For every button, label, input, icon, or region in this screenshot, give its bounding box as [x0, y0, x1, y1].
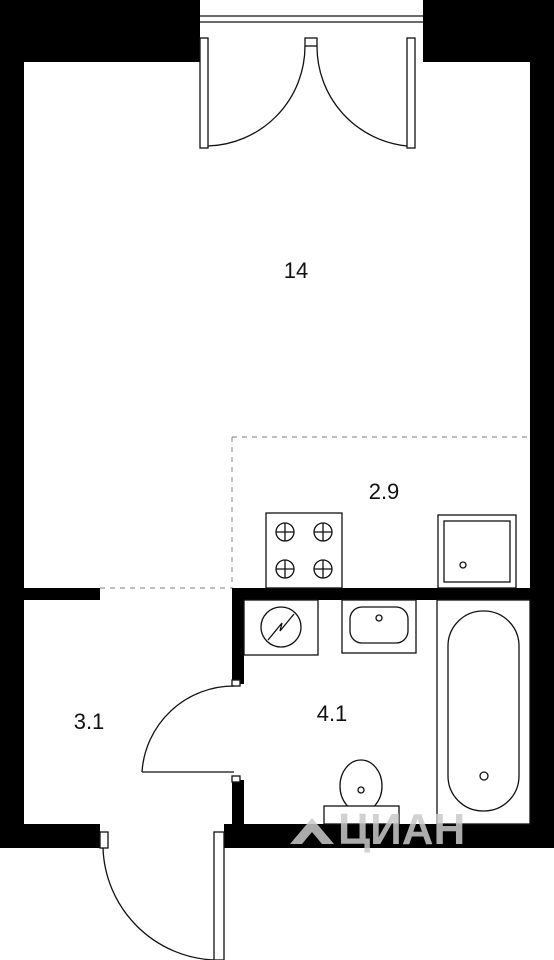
wall-right [530, 0, 554, 848]
kitchen-sink-icon [437, 514, 517, 589]
bathroom-door [141, 679, 241, 783]
bathtub-icon [436, 599, 531, 825]
entrance-door [99, 824, 225, 960]
wall-bath-left-lower [232, 780, 244, 830]
toilet-icon [323, 759, 400, 825]
wall-bath-left-upper [232, 588, 244, 684]
room-area-living: 14 [284, 258, 308, 283]
wall-bath-top [232, 588, 530, 600]
window-top [200, 15, 423, 23]
wall-left [0, 0, 24, 848]
wall-bottom-right [224, 824, 554, 848]
room-area-bathroom: 4.1 [317, 701, 348, 726]
boiler-icon [243, 599, 319, 656]
zone-dashes [100, 436, 530, 589]
watermark: ЦИАН [290, 805, 465, 854]
room-area-kitchen: 2.9 [369, 479, 400, 504]
wall-top-left [0, 0, 200, 62]
wall-hall-stub [24, 588, 100, 600]
washbasin-icon [341, 599, 417, 654]
walls [0, 0, 554, 848]
stove-icon [265, 512, 343, 589]
wall-bottom-left [0, 824, 100, 848]
cian-logo-icon [290, 818, 334, 844]
room-area-hall: 3.1 [74, 709, 105, 734]
watermark-text: ЦИАН [338, 805, 465, 854]
balcony-double-door [199, 37, 416, 149]
